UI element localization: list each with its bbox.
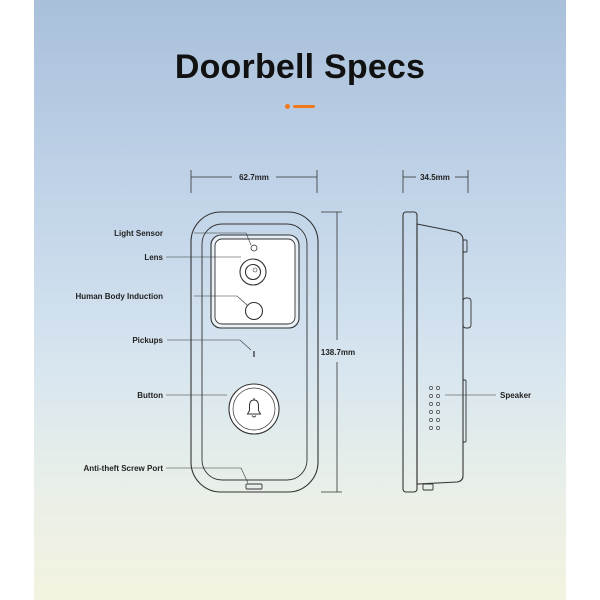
callout-lines [166,232,496,484]
page-title: Doorbell Specs [174,48,426,86]
spec-sheet: Doorbell Specs 62.7mm 34.5mm 138.7mm [34,0,566,600]
side-body [416,223,464,485]
pickups-label: Pickups [132,336,163,345]
light-sensor [250,244,258,252]
lens-label: Lens [144,253,163,262]
speaker-grille [429,386,440,430]
side-bottom-tab [422,483,434,491]
accent-dot [285,104,290,109]
camera-window [214,238,296,325]
front-inner-face [201,223,308,481]
height-label: 138.7mm [321,348,355,357]
button-label: Button [137,391,163,400]
side-top-bump [462,239,468,253]
speaker-label: Speaker [500,391,531,400]
screw-port [245,483,263,490]
doorbell-button-ring [232,387,276,431]
doorbell-button [228,383,280,435]
pir-sensor [244,301,264,321]
lens-outer [239,258,267,286]
width-dimension [190,170,318,193]
front-outer-shell [190,211,319,493]
side-rear-bump [462,379,467,443]
depth-label: 34.5mm [420,173,450,182]
light-sensor-label: Light Sensor [114,229,163,238]
depth-dimension [402,170,469,193]
height-dimension [321,211,342,493]
lens-inner [244,263,262,281]
side-front-plate [402,211,418,493]
accent-bar [293,105,315,108]
anti-theft-screw-port-label: Anti-theft Screw Port [83,464,163,473]
lens-glint [252,267,258,273]
bell-icon [246,398,262,418]
doorbell-diagram: 62.7mm 34.5mm 138.7mm [75,170,531,493]
doorbell-front-view [190,211,319,493]
width-label: 62.7mm [239,173,269,182]
doorbell-side-view [402,211,472,493]
human-body-induction-label: Human Body Induction [75,292,163,301]
side-pir-bump [462,297,472,329]
